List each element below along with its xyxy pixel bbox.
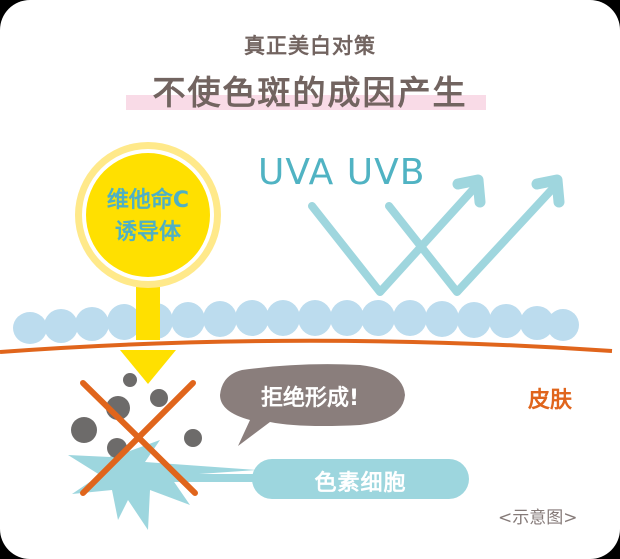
diagram-note: <示意图> xyxy=(498,508,578,528)
page-title: 不使色斑的成因产生 xyxy=(152,73,468,112)
callout-label: 拒绝形成! xyxy=(260,386,360,411)
melanocyte-pill xyxy=(252,459,469,499)
subtitle: 真正美白对策 xyxy=(244,34,376,58)
skin-surface-line xyxy=(0,338,613,354)
pigment-granules-icon xyxy=(71,373,202,458)
cross-mark-icon xyxy=(80,380,198,496)
uv-label: UVA UVB xyxy=(258,152,426,193)
speech-bubble-shape xyxy=(220,364,405,446)
melanocyte-label: 色素细胞 xyxy=(314,471,407,496)
uv-rays-icon xyxy=(308,174,565,296)
skin-label: 皮肤 xyxy=(528,388,573,413)
melanocyte-icon xyxy=(68,440,256,530)
vitamin-c-label-line2: 诱导体 xyxy=(114,220,181,245)
skin-cells-icon xyxy=(13,300,579,344)
vitamin-c-label-line1: 维他命C xyxy=(106,188,190,213)
title-highlight xyxy=(126,95,486,110)
vitamin-c-arrow-icon xyxy=(75,142,221,384)
vitamin-c-label: 维他命C 诱导体 xyxy=(83,185,213,249)
